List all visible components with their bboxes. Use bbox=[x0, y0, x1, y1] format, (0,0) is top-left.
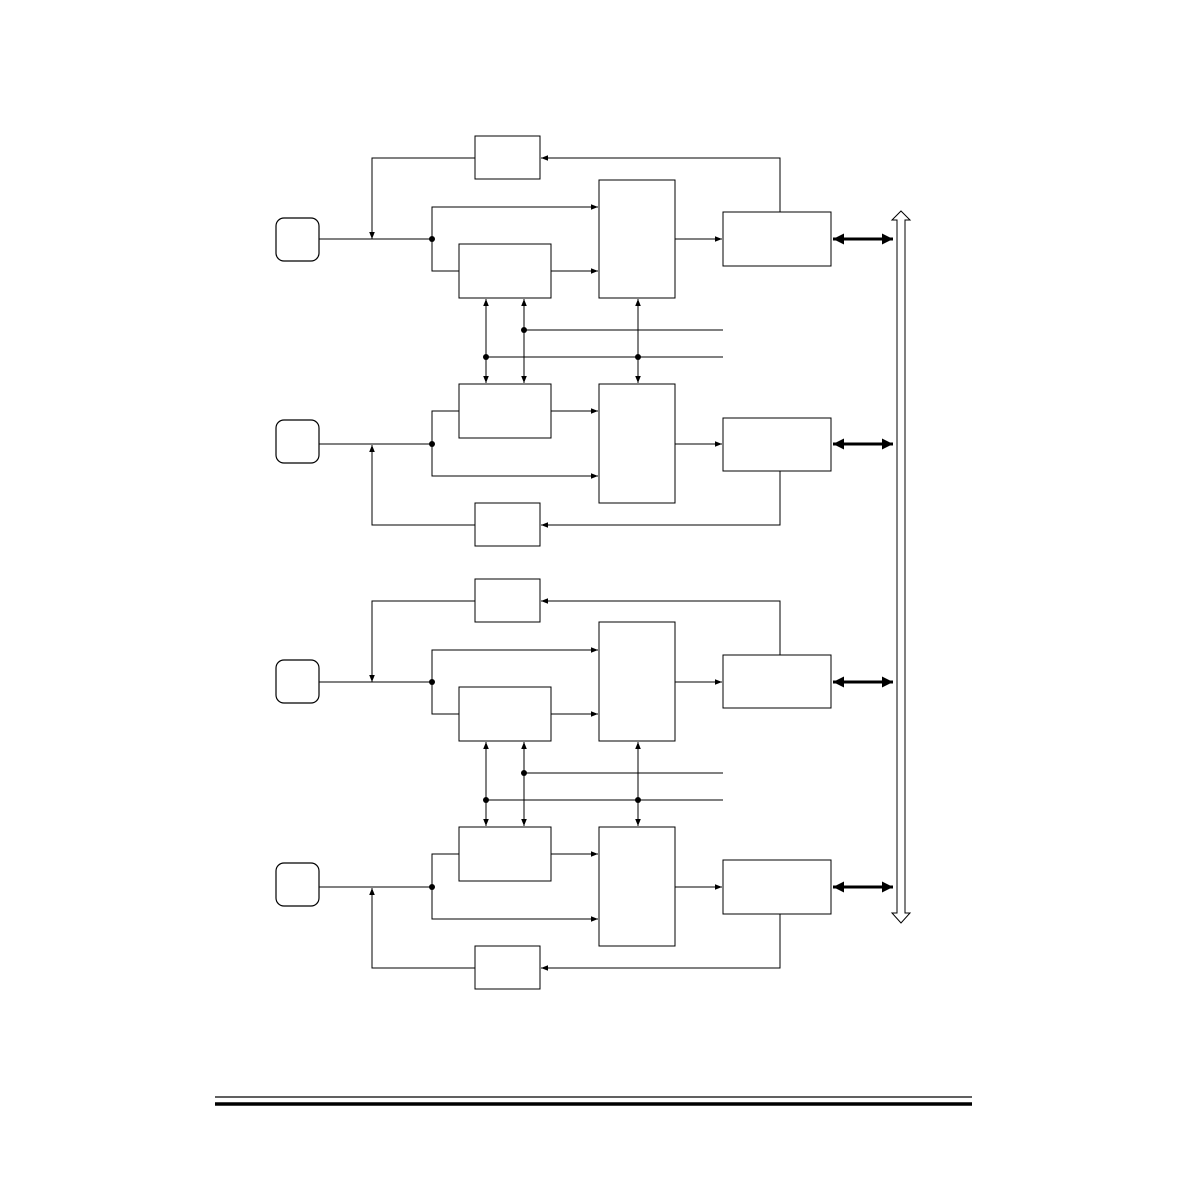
channel-2-feedback-path bbox=[369, 445, 475, 526]
channel-4-interface-block bbox=[722, 859, 832, 915]
channel-1-interface-block bbox=[722, 211, 832, 267]
group-1-junction-dot bbox=[483, 354, 489, 360]
channel-2-processing-block bbox=[458, 383, 552, 439]
group-1-junction-dot bbox=[521, 327, 527, 333]
channel-4-combiner-block bbox=[598, 826, 676, 947]
channel-2 bbox=[275, 383, 893, 547]
group-2-junction-dot bbox=[483, 797, 489, 803]
channel-3-feedback-path bbox=[369, 600, 475, 682]
channel-3-return-path bbox=[541, 598, 781, 655]
channel-1-processing-block bbox=[458, 243, 552, 299]
channel-2-combiner-block bbox=[598, 383, 676, 504]
channel-4-return-path bbox=[541, 914, 781, 971]
channel-4-processing-block bbox=[458, 826, 552, 882]
channel-3-junction-dot bbox=[429, 679, 435, 685]
channel-2-return-path bbox=[541, 471, 781, 528]
channel-1-feedback-block bbox=[474, 135, 541, 180]
system-bus-arrow bbox=[890, 210, 912, 924]
channel-3-input-terminal bbox=[275, 659, 320, 704]
channel-1 bbox=[275, 135, 893, 299]
channel-1-feedback-path bbox=[369, 157, 475, 239]
channel-3 bbox=[275, 578, 893, 742]
group-1-junction-dot bbox=[635, 354, 641, 360]
channel-1-input-terminal bbox=[275, 217, 320, 262]
channel-2-feedback-block bbox=[474, 502, 541, 547]
channel-4-feedback-block bbox=[474, 945, 541, 990]
channel-2-branch-path bbox=[431, 410, 459, 444]
channel-4-feedback-path bbox=[369, 888, 475, 969]
channel-3-interface-block bbox=[722, 654, 832, 709]
channel-1-bypass-path bbox=[431, 204, 598, 239]
channel-1-return-path bbox=[541, 155, 781, 212]
channel-3-branch-path bbox=[431, 682, 459, 715]
channel-4-branch-path bbox=[431, 853, 459, 887]
channel-2-interface-block bbox=[722, 417, 832, 472]
channel-4 bbox=[275, 826, 893, 990]
channel-3-processing-block bbox=[458, 686, 552, 742]
channel-3-combiner-block bbox=[598, 621, 676, 742]
group-2-junction-dot bbox=[635, 797, 641, 803]
channel-4-junction-dot bbox=[429, 884, 435, 890]
channel-1-junction-dot bbox=[429, 236, 435, 242]
group-2-interconnect bbox=[483, 742, 723, 826]
channel-2-junction-dot bbox=[429, 441, 435, 447]
channel-3-bypass-path bbox=[431, 647, 598, 682]
group-1-interconnect bbox=[483, 299, 723, 383]
channel-4-input-terminal bbox=[275, 862, 320, 907]
channel-3-feedback-block bbox=[474, 578, 541, 623]
channel-4-bypass-path bbox=[431, 887, 598, 922]
channel-2-input-terminal bbox=[275, 419, 320, 464]
channel-2-bypass-path bbox=[431, 444, 598, 479]
channel-1-combiner-block bbox=[598, 179, 676, 299]
channel-1-branch-path bbox=[431, 239, 459, 272]
group-2-junction-dot bbox=[521, 770, 527, 776]
